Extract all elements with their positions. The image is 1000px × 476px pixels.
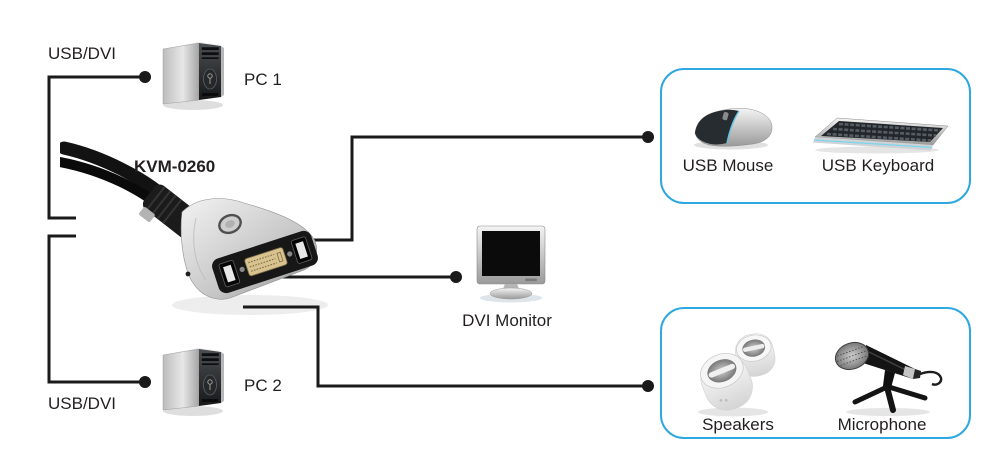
connection-dot xyxy=(642,380,654,392)
pc1-link-label: USB/DVI xyxy=(48,44,117,63)
pc2-label: PC 2 xyxy=(244,376,282,395)
connection-dot xyxy=(139,376,151,388)
keyboard-label: USB Keyboard xyxy=(821,156,935,175)
group-box-mouse-keyboard xyxy=(660,68,971,204)
pc1-label: PC 1 xyxy=(244,70,282,89)
pc1-tower-icon xyxy=(162,42,224,110)
connection-dot xyxy=(642,131,654,143)
kvm-product-label: KVM-0260 xyxy=(134,157,216,176)
usb-keyboard-icon xyxy=(813,117,949,154)
wire-pc1 xyxy=(47,75,145,220)
pc2-link-label: USB/DVI xyxy=(48,394,117,413)
pc2-tower-icon xyxy=(162,348,224,416)
mouse-label: USB Mouse xyxy=(682,156,774,175)
wire-mouse-keyboard xyxy=(305,135,648,242)
microphone-icon xyxy=(834,341,943,416)
connection-dot xyxy=(450,271,462,283)
dvi-monitor-icon xyxy=(476,225,546,303)
speakers-label: Speakers xyxy=(702,415,774,434)
microphone-head xyxy=(834,341,870,371)
monitor-label: DVI Monitor xyxy=(462,311,552,330)
kvm-switch-image xyxy=(60,141,328,315)
speakers-icon xyxy=(698,333,776,417)
kvm-dvi-port xyxy=(244,247,288,277)
wire-speakers-mic xyxy=(243,305,648,388)
wire-pc2 xyxy=(47,234,145,384)
microphone-label: Microphone xyxy=(837,415,927,434)
kvm-port-face xyxy=(212,230,318,294)
group-box-speakers-microphone xyxy=(660,307,971,439)
connection-dot xyxy=(139,71,151,83)
usb-mouse-icon xyxy=(694,108,773,150)
speaker-left xyxy=(700,353,753,411)
